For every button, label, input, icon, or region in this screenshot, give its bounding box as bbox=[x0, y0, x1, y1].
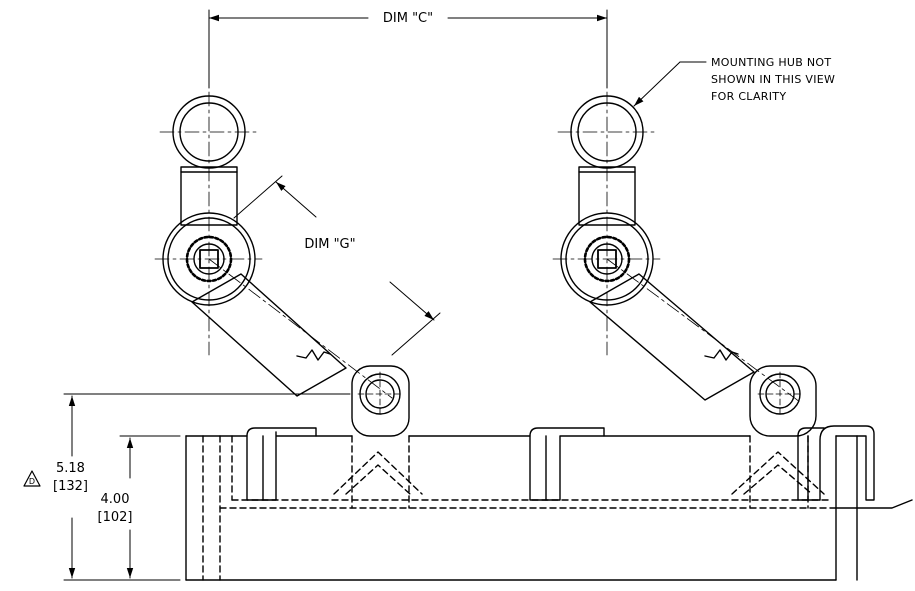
mounting-hub-note: MOUNTING HUB NOT SHOWN IN THIS VIEW FOR … bbox=[711, 56, 835, 103]
revision-marker: D bbox=[29, 477, 35, 486]
revision-triangle bbox=[23, 470, 41, 487]
note-leader bbox=[633, 61, 707, 107]
note-line-1: MOUNTING HUB NOT bbox=[711, 56, 831, 69]
dim-base-value: 4.00 bbox=[101, 492, 130, 507]
note-line-3: FOR CLARITY bbox=[711, 90, 786, 103]
dim-total-value: 5.18 bbox=[56, 461, 85, 476]
right-roller-assembly bbox=[552, 91, 825, 509]
base-frame bbox=[185, 425, 913, 581]
dim-base-bracket: [102] bbox=[98, 510, 133, 525]
dim-total-bracket: [132] bbox=[53, 479, 88, 494]
left-roller-assembly bbox=[154, 91, 423, 509]
dim-g-label: DIM "G" bbox=[304, 237, 355, 252]
note-line-2: SHOWN IN THIS VIEW bbox=[711, 73, 835, 86]
height-dimensions bbox=[63, 393, 351, 581]
dim-g-dimension bbox=[233, 175, 441, 356]
dim-c-label: DIM "C" bbox=[383, 11, 433, 26]
dim-c-dimension bbox=[208, 9, 608, 89]
